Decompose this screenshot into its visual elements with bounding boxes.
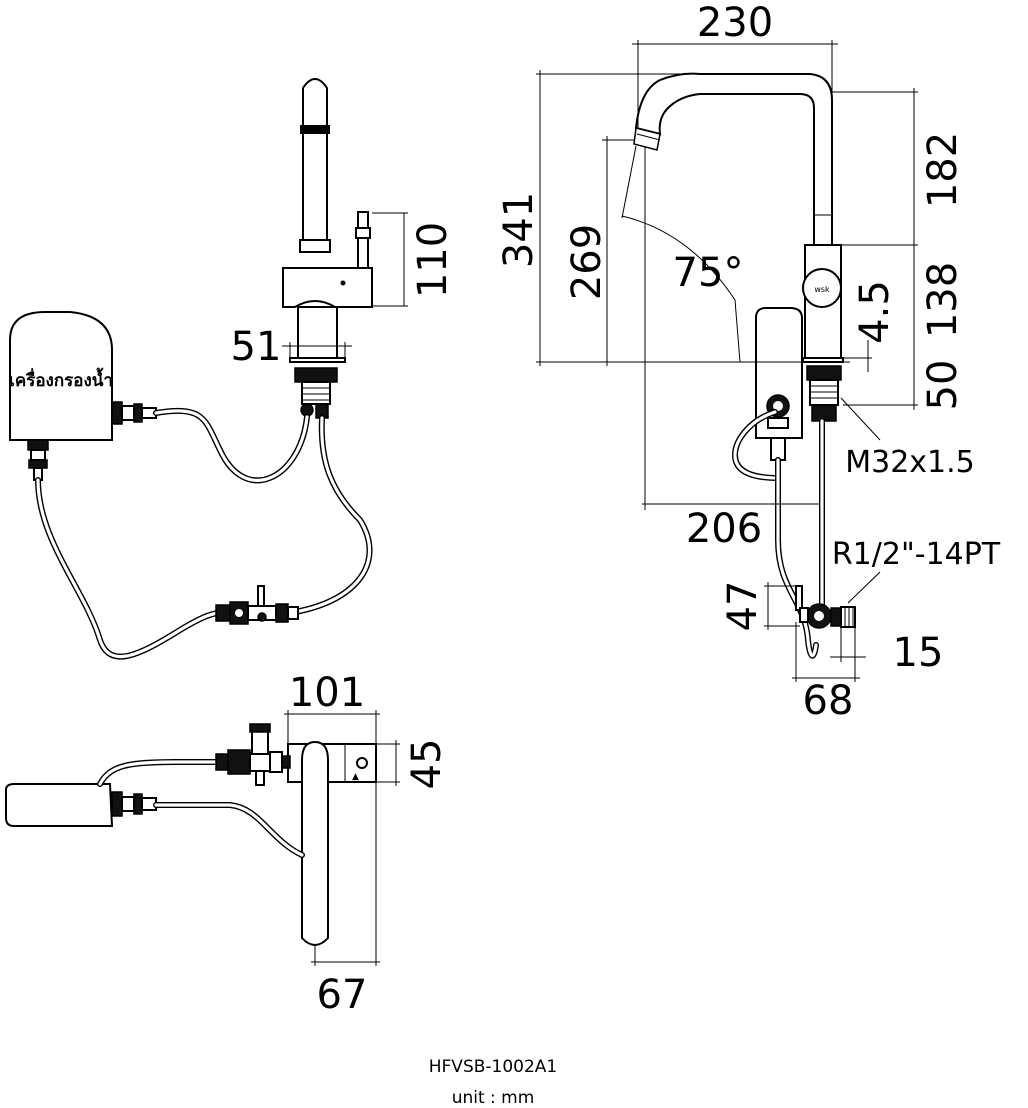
side-angle-valve: [795, 585, 856, 629]
dim-inlet-length: 15: [893, 630, 944, 676]
front-mount-nut: [294, 367, 338, 383]
dim-top-length: 101: [289, 670, 365, 716]
side-handle-cap: [802, 268, 842, 308]
side-mount-nut: [806, 365, 842, 381]
front-base-plate: [289, 357, 346, 363]
filter-label: เครื่องกรองน้ำ: [9, 367, 113, 391]
front-spout-outlet: [300, 125, 330, 134]
front-spout-ring: [299, 239, 331, 253]
dim-thickness: 4.5: [852, 280, 898, 344]
front-hose-tap-to-valve: [292, 415, 373, 615]
dim-base-diameter: 51: [231, 324, 282, 370]
dim-valve-width: 68: [803, 678, 854, 724]
front-handle-grip: [355, 227, 371, 239]
top-view: ▲ 101 45: [5, 670, 450, 1018]
dim-handle-height: 110: [410, 222, 456, 298]
model-label: HFVSB-1002A1: [429, 1057, 558, 1077]
filter-bottom-fitting: [27, 439, 49, 451]
front-angle-valve: [215, 585, 299, 625]
front-body-screw: [340, 280, 346, 286]
front-mount-shank: [301, 381, 331, 405]
side-spout: [634, 72, 833, 246]
dim-spout-width: 67: [317, 972, 368, 1018]
filter-outlet-fitting: [111, 401, 123, 425]
front-view: 110 51 เครื่องกรองน้ำ: [9, 78, 456, 660]
dim-angle: 75°: [673, 250, 744, 296]
side-spout-outlet: [633, 127, 661, 151]
top-angle-valve: [215, 723, 291, 786]
dim-total-height: 341: [496, 192, 542, 268]
front-body: [282, 267, 373, 308]
dim-valve-height: 47: [720, 581, 766, 632]
dim-total-width: 230: [697, 0, 773, 46]
top-filter-box: [5, 783, 114, 827]
label-thread: M32x1.5: [845, 445, 975, 480]
top-hose-filter-to-valve: [97, 759, 221, 787]
top-hose-filter-to-tap: [153, 802, 305, 858]
dim-reach: 206: [686, 506, 762, 552]
side-view: wsk: [496, 0, 1001, 724]
svg-text:wsk: wsk: [814, 285, 830, 294]
dim-body-height: 138: [920, 262, 966, 338]
filter-box: [9, 311, 113, 441]
svg-text:▲: ▲: [352, 772, 359, 782]
front-handle-lever: [357, 211, 369, 271]
top-spout: [301, 740, 329, 946]
unit-label: unit : mm: [452, 1088, 535, 1108]
dim-spout-clearance: 269: [564, 224, 610, 300]
dim-spout-top-drop: 182: [920, 132, 966, 208]
front-spout: [302, 78, 328, 249]
dim-top-width: 45: [404, 739, 450, 790]
label-inlet-thread: R1/2"-14PT: [832, 537, 1001, 572]
front-base: [297, 306, 338, 359]
dim-below-deck: 50: [920, 360, 966, 411]
